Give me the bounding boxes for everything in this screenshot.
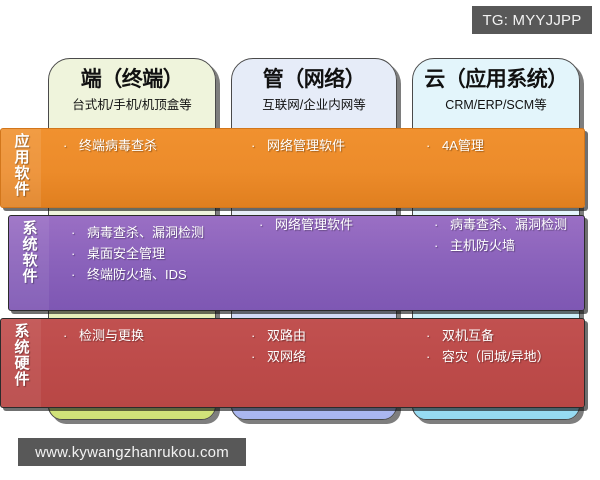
pillar-cloud-header: 云（应用系统） CRM/ERP/SCM等 — [413, 67, 579, 114]
list-item-label: 检测与更换 — [79, 328, 145, 343]
pillar-terminal-title: 端（终端） — [80, 68, 184, 91]
layer-system-software: 系统软件 · 病毒查杀、漏洞检测 · 桌面安全管理 · 终端防火墙、IDS — [8, 215, 585, 311]
pillar-cloud-subtitle: CRM/ERP/SCM等 — [445, 98, 547, 112]
layer-application-software-label: 应用软件 — [12, 133, 30, 197]
bullet-icon: · — [251, 328, 256, 343]
bullet-icon: · — [426, 138, 431, 153]
bullet-icon: · — [63, 138, 68, 153]
bullet-icon: · — [259, 217, 264, 232]
pillar-network-header: 管（网络） 互联网/企业内网等 — [232, 67, 396, 114]
list-item-label: 终端病毒查杀 — [79, 138, 158, 153]
layer-application-software: 应用软件 · 终端病毒查杀 · 网络管理软件 · 4A管理 — [0, 128, 585, 208]
cell-system-software-cloud: · 病毒查杀、漏洞检测 · 主机防火墙 — [434, 216, 584, 256]
pillar-network-subtitle: 互联网/企业内网等 — [262, 98, 366, 112]
list-item: · 容灾（同城/异地） — [426, 346, 584, 367]
list-item-label: 桌面安全管理 — [87, 246, 166, 261]
list-item-label: 主机防火墙 — [450, 238, 516, 253]
list-item-label: 网络管理软件 — [275, 217, 354, 232]
list-item: · 双路由 — [251, 325, 441, 346]
list-item: · 双网络 — [251, 346, 441, 367]
list-item: · 双机互备 — [426, 325, 584, 346]
layer-application-software-cells: · 终端病毒查杀 · 网络管理软件 · 4A管理 — [41, 129, 584, 207]
layer-system-hardware-label-box: 系统硬件 — [1, 319, 41, 407]
site-watermark-badge: www.kywangzhanrukou.com — [18, 438, 246, 466]
list-item: · 终端防火墙、IDS — [71, 264, 271, 285]
tg-watermark-badge: TG: MYYJJPP — [472, 6, 592, 34]
cell-system-software-terminal: · 病毒查杀、漏洞检测 · 桌面安全管理 · 终端防火墙、IDS — [71, 216, 271, 285]
bullet-icon: · — [251, 138, 256, 153]
layer-system-hardware-label: 系统硬件 — [12, 323, 30, 387]
cell-system-software-network: · 网络管理软件 — [259, 216, 449, 235]
list-item-label: 双网络 — [267, 349, 307, 364]
list-item-label: 病毒查杀、漏洞检测 — [450, 217, 568, 232]
bullet-icon: · — [434, 217, 439, 232]
list-item: · 4A管理 — [426, 135, 584, 156]
list-item: · 终端病毒查杀 — [63, 135, 263, 156]
list-item-label: 网络管理软件 — [267, 138, 346, 153]
list-item: · 网络管理软件 — [251, 135, 441, 156]
pillar-terminal-subtitle: 台式机/手机/机顶盒等 — [72, 98, 192, 112]
pillar-network-title: 管（网络） — [262, 68, 366, 91]
pillar-cloud-title: 云（应用系统） — [424, 68, 568, 91]
cell-application-cloud: · 4A管理 — [426, 129, 584, 156]
layer-system-software-cells: · 病毒查杀、漏洞检测 · 桌面安全管理 · 终端防火墙、IDS · 网络管理软… — [49, 216, 584, 310]
list-item-label: 终端防火墙、IDS — [87, 267, 187, 282]
layer-system-hardware: 系统硬件 · 检测与更换 · 双路由 · 双网络 — [0, 318, 585, 408]
layer-application-software-label-box: 应用软件 — [1, 129, 41, 207]
bullet-icon: · — [426, 349, 431, 364]
cell-application-network: · 网络管理软件 — [251, 129, 441, 156]
layer-system-hardware-cells: · 检测与更换 · 双路由 · 双网络 · 双机互备 — [41, 319, 584, 407]
cell-application-terminal: · 终端病毒查杀 — [63, 129, 263, 156]
bullet-icon: · — [71, 246, 76, 261]
bullet-icon: · — [251, 349, 256, 364]
cell-system-hardware-cloud: · 双机互备 · 容灾（同城/异地） — [426, 319, 584, 367]
bullet-icon: · — [71, 267, 76, 282]
list-item: · 主机防火墙 — [434, 235, 584, 256]
list-item-label: 双路由 — [267, 328, 307, 343]
list-item-label: 4A管理 — [442, 138, 484, 153]
layer-system-software-label: 系统软件 — [20, 220, 38, 284]
list-item: · 病毒查杀、漏洞检测 — [434, 216, 584, 235]
pillar-terminal-header: 端（终端） 台式机/手机/机顶盒等 — [49, 67, 215, 114]
cell-system-hardware-terminal: · 检测与更换 — [63, 319, 263, 346]
bullet-icon: · — [71, 225, 76, 240]
cell-system-hardware-network: · 双路由 · 双网络 — [251, 319, 441, 367]
list-item-label: 双机互备 — [442, 328, 495, 343]
bullet-icon: · — [434, 238, 439, 253]
bullet-icon: · — [63, 328, 68, 343]
list-item: · 桌面安全管理 — [71, 243, 271, 264]
list-item: · 检测与更换 — [63, 325, 263, 346]
list-item-label: 容灾（同城/异地） — [442, 349, 550, 364]
bullet-icon: · — [426, 328, 431, 343]
list-item-label: 病毒查杀、漏洞检测 — [87, 225, 205, 240]
layer-system-software-label-box: 系统软件 — [9, 216, 49, 310]
list-item: · 病毒查杀、漏洞检测 — [71, 222, 271, 243]
list-item: · 网络管理软件 — [259, 216, 449, 235]
